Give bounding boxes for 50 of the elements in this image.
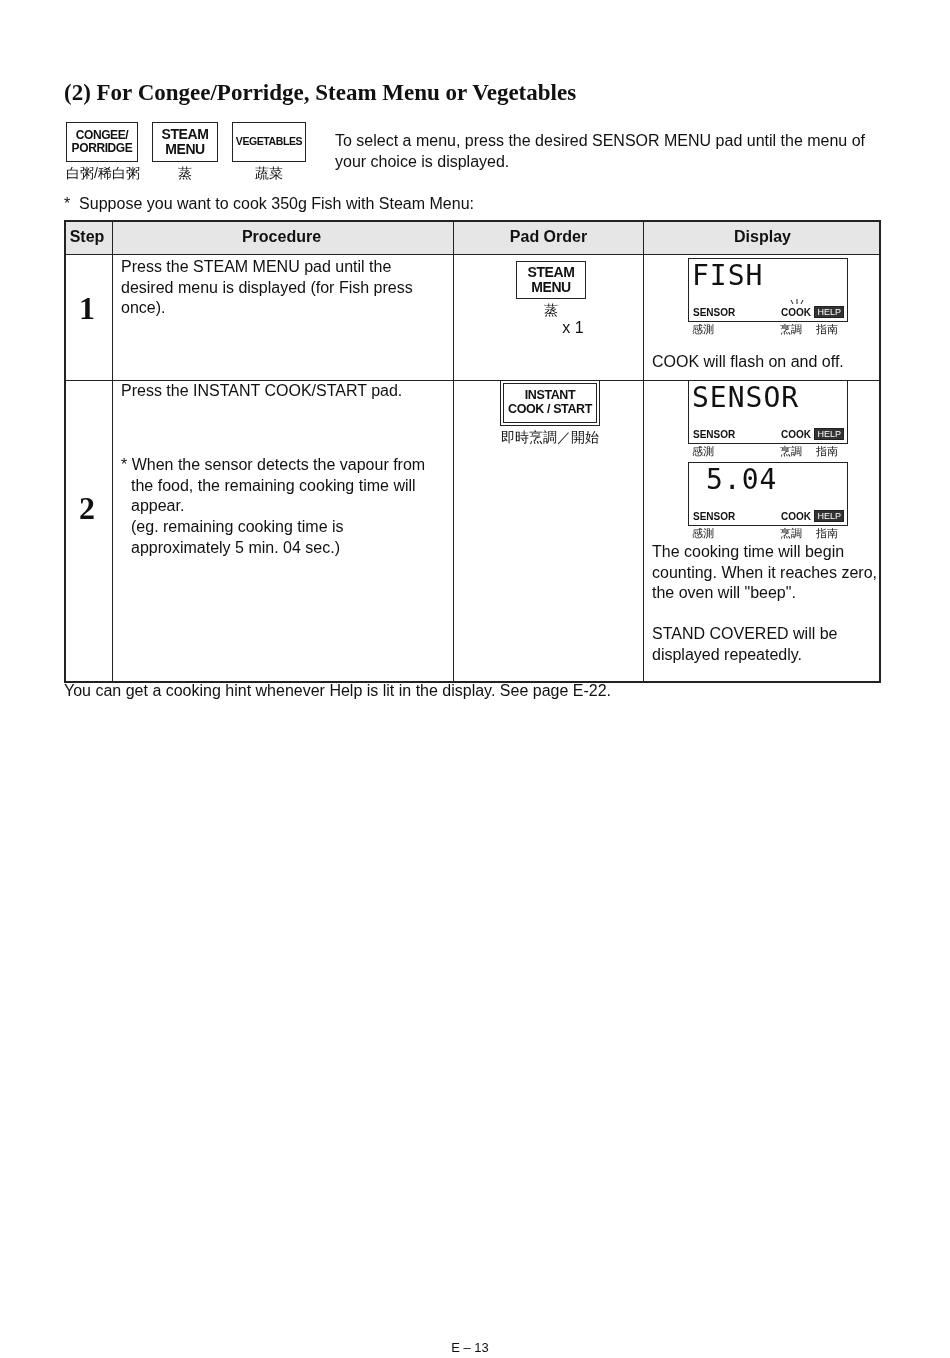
chinese-caption: 烹調 <box>780 323 802 335</box>
menu-pad-key: INSTANT COOK / START <box>500 380 600 426</box>
chinese-caption: 蔬菜 <box>254 166 284 180</box>
indicator-text: SENSOR <box>693 307 736 318</box>
procedure-note: * When the sensor detects the vapour from the food, the remaining cooking time will appear. <box>121 455 427 516</box>
page-number: E – 13 <box>450 1340 490 1355</box>
display-note: The cooking time will begin counting. When it reaches zero, the oven will "beep". <box>652 542 878 603</box>
menu-pad-key: CONGEE/ PORRIDGE <box>66 122 138 162</box>
display-note: COOK will flash on and off. <box>652 353 845 371</box>
chinese-caption: 即時烹調／開始 <box>500 430 600 444</box>
menu-pad-key: STEAM MENU <box>516 261 586 299</box>
column-header: Procedure <box>240 228 323 246</box>
display-note: STAND COVERED will be displayed repeatedly. <box>652 624 839 665</box>
chinese-caption: 烹調 <box>780 527 802 539</box>
display-readout: SENSOR <box>692 382 800 414</box>
chinese-caption: 指南 <box>816 323 838 335</box>
chinese-caption: 蒸 <box>543 303 559 317</box>
step-number: 2 <box>78 490 96 527</box>
help-indicator: HELP <box>814 510 844 522</box>
display-readout: FISH <box>692 260 764 292</box>
procedure-text: Press the STEAM MENU pad until the desired menu is displayed (for Fish press once). <box>121 257 414 318</box>
page-title: (2) For Congee/Porridge, Steam Menu or Vegetables <box>64 80 577 106</box>
help-indicator: HELP <box>814 428 844 440</box>
chinese-caption: 白粥/稀白粥 <box>66 166 138 180</box>
indicator-text: COOK <box>781 307 811 318</box>
chinese-caption: 感測 <box>692 527 714 539</box>
indicator-text: COOK <box>781 429 811 440</box>
chinese-caption: 烹調 <box>780 445 802 457</box>
instruction-text: To select a menu, press the desired SENSOR MENU pad until the menu of your choice is displayed. <box>335 131 867 172</box>
display-readout: 5.04 <box>706 464 778 496</box>
menu-pad-key: VEGETABLES <box>232 122 306 162</box>
step-number: 1 <box>78 290 96 327</box>
chinese-caption: 感測 <box>692 445 714 457</box>
column-header: Step <box>68 228 106 246</box>
chinese-caption: 蒸 <box>177 166 193 180</box>
indicator-text: COOK <box>781 511 811 522</box>
chinese-caption: 指南 <box>816 445 838 457</box>
procedure-text: Press the INSTANT COOK/START pad. <box>121 382 404 400</box>
indicator-text: SENSOR <box>693 429 736 440</box>
column-header: Pad Order <box>508 228 589 246</box>
column-header: Display <box>733 228 792 246</box>
chinese-caption: 感測 <box>692 323 714 335</box>
note-text: * Suppose you want to cook 350g Fish with Steam Menu: <box>64 195 475 213</box>
menu-pad-key: STEAM MENU <box>152 122 218 162</box>
chinese-caption: 指南 <box>816 527 838 539</box>
footer-note: You can get a cooking hint whenever Help is lit in the display. See page E-22. <box>64 682 612 700</box>
count-text: x 1 <box>561 321 585 335</box>
indicator-text: SENSOR <box>693 511 736 522</box>
help-indicator: HELP <box>814 306 844 318</box>
procedure-note: (eg. remaining cooking time is approximately 5 min. 04 sec.) <box>131 517 345 558</box>
